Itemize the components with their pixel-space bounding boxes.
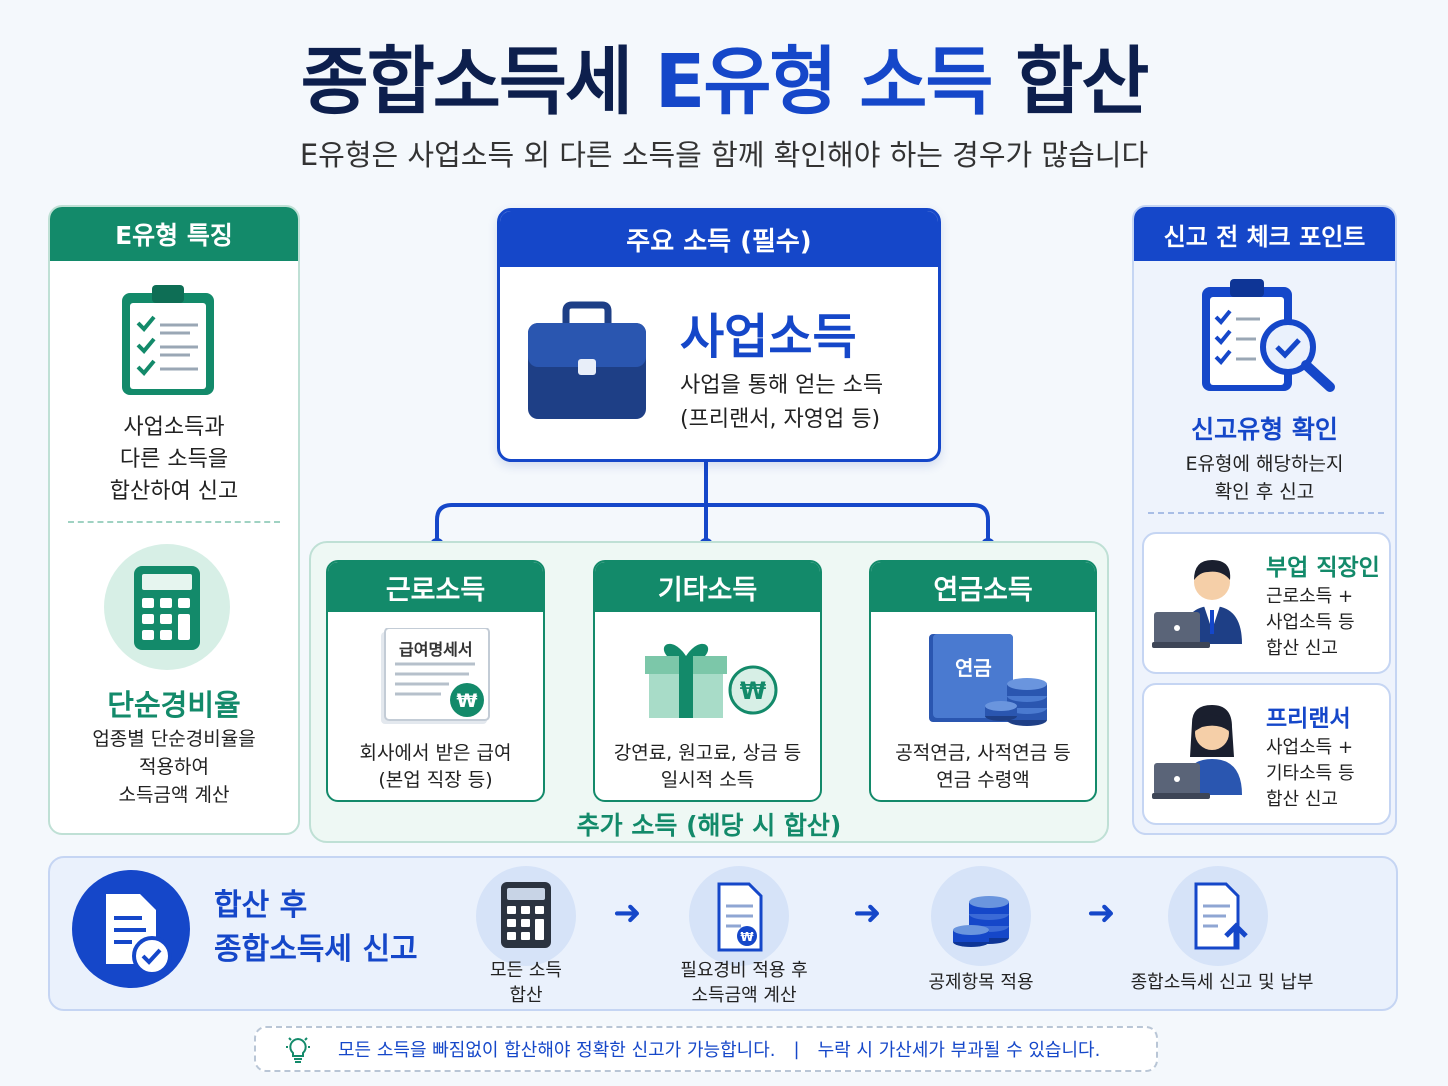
divider <box>1148 512 1384 514</box>
panel-header: 신고 전 체크 포인트 <box>1134 207 1395 261</box>
income-card-pension: 연금소득 연금 공적연금, 사적연금 등 연금 수령액 <box>869 560 1097 802</box>
step-expense-doc-icon: ₩ <box>689 866 789 966</box>
page-title: 종합소득세 E유형 소득 합산 <box>0 22 1448 129</box>
persona-card-freelancer: 프리랜서 사업소득 + 기타소득 등 합산 신고 <box>1142 683 1391 825</box>
check-points-panel: 신고 전 체크 포인트 신고유형 확인 E유형에 해당하는지 확인 후 신고 <box>1132 205 1397 835</box>
flow-title: 합산 후 종합소득세 신고 <box>214 888 418 967</box>
panel-header: E유형 특징 <box>50 207 298 261</box>
step-label: 종합소득세 신고 및 납부 <box>1130 972 1314 993</box>
step-calculator-icon <box>476 866 576 966</box>
title-part1: 종합소득세 <box>300 39 633 125</box>
feature2-title: 단순경비율 <box>107 688 241 722</box>
office-worker-icon <box>1152 550 1262 650</box>
main-income-title: 사업소득 <box>680 309 857 365</box>
arrow-right-icon: ➜ <box>853 893 882 933</box>
svg-text:₩: ₩ <box>457 690 478 712</box>
persona-title: 프리랜서 <box>1266 706 1351 732</box>
arrow-right-icon: ➜ <box>1087 893 1116 933</box>
note-separator: | <box>793 1038 800 1060</box>
note-text-2: 누락 시 가산세가 부과될 수 있습니다. <box>817 1040 1101 1061</box>
arrow-right-icon: ➜ <box>613 893 642 933</box>
step-submit-doc-icon <box>1168 866 1268 966</box>
extra-income-label: 추가 소득 (해당 시 합산) <box>576 811 842 840</box>
gift-coin-icon: ₩ <box>643 632 783 722</box>
income-title: 기타소득 <box>595 562 820 612</box>
title-part2: E유형 소득 <box>654 39 994 125</box>
briefcase-icon <box>526 301 648 421</box>
footer-note: 모든 소득을 빠짐없이 합산해야 정확한 신고가 가능합니다. | 누락 시 가… <box>254 1026 1158 1072</box>
income-desc: 회사에서 받은 급여 (본업 직장 등) <box>359 742 512 791</box>
income-card-other: 기타소득 ₩ 강연료, 원고료, 상금 등 일시적 소득 <box>593 560 822 802</box>
clipboard-icon <box>118 283 218 398</box>
persona-card-office-worker: 부업 직장인 근로소득 + 사업소득 등 합산 신고 <box>1142 532 1391 674</box>
payslip-icon: ₩ <box>379 628 494 728</box>
main-income-header: 주요 소득 (필수) <box>500 211 938 267</box>
main-income-card: 주요 소득 (필수) 사업소득 사업을 통해 얻는 소득 (프리랜서, 자영업 … <box>497 208 941 462</box>
main-income-desc: 사업을 통해 얻는 소득 (프리랜서, 자영업 등) <box>680 373 884 432</box>
freelancer-icon <box>1152 701 1262 801</box>
note-text-1: 모든 소득을 빠짐없이 합산해야 정확한 신고가 가능합니다. <box>338 1040 776 1061</box>
income-title: 근로소득 <box>328 562 543 612</box>
lightbulb-icon <box>284 1035 312 1065</box>
divider <box>68 521 280 523</box>
income-desc: 강연료, 원고료, 상금 등 일시적 소득 <box>613 742 802 791</box>
pension-book-label: 연금 <box>955 656 992 680</box>
e-type-features-panel: E유형 특징 사업소득과 다른 소득을 합산하여 신고 단순경비율 <box>48 205 300 835</box>
feature2-text: 업종별 단순경비율을 적용하여 소득금액 계산 <box>92 728 256 806</box>
svg-text:₩: ₩ <box>740 930 754 944</box>
payslip-label: 급여명세서 <box>399 640 473 659</box>
step-label: 공제항목 적용 <box>928 972 1034 993</box>
step-deduction-coins-icon <box>931 866 1031 966</box>
page-subtitle: E유형은 사업소득 외 다른 소득을 함께 확인해야 하는 경우가 많습니다 <box>299 138 1149 172</box>
document-check-icon <box>72 870 190 988</box>
svg-text:₩: ₩ <box>740 677 767 705</box>
title-part3: 합산 <box>1015 39 1149 125</box>
step-label: 필요경비 적용 후 소득금액 계산 <box>680 960 808 1006</box>
persona-title: 부업 직장인 <box>1266 555 1380 581</box>
check-text: E유형에 해당하는지 확인 후 신고 <box>1185 453 1344 503</box>
feature1-text: 사업소득과 다른 소득을 합산하여 신고 <box>109 415 239 504</box>
step-label: 모든 소득 합산 <box>490 960 562 1006</box>
persona-desc: 근로소득 + 사업소득 등 합산 신고 <box>1266 586 1355 659</box>
income-card-labor: 근로소득 ₩ 급여명세서 회사에서 받은 급여 (본업 직장 등) <box>326 560 545 802</box>
income-desc: 공적연금, 사적연금 등 연금 수령액 <box>895 742 1071 791</box>
income-title: 연금소득 <box>871 562 1095 612</box>
pension-book-icon <box>927 630 1051 730</box>
clipboard-search-icon <box>1200 277 1340 395</box>
calculator-icon <box>104 544 230 670</box>
check-title: 신고유형 확인 <box>1191 415 1338 444</box>
persona-desc: 사업소득 + 기타소득 등 합산 신고 <box>1266 737 1355 810</box>
